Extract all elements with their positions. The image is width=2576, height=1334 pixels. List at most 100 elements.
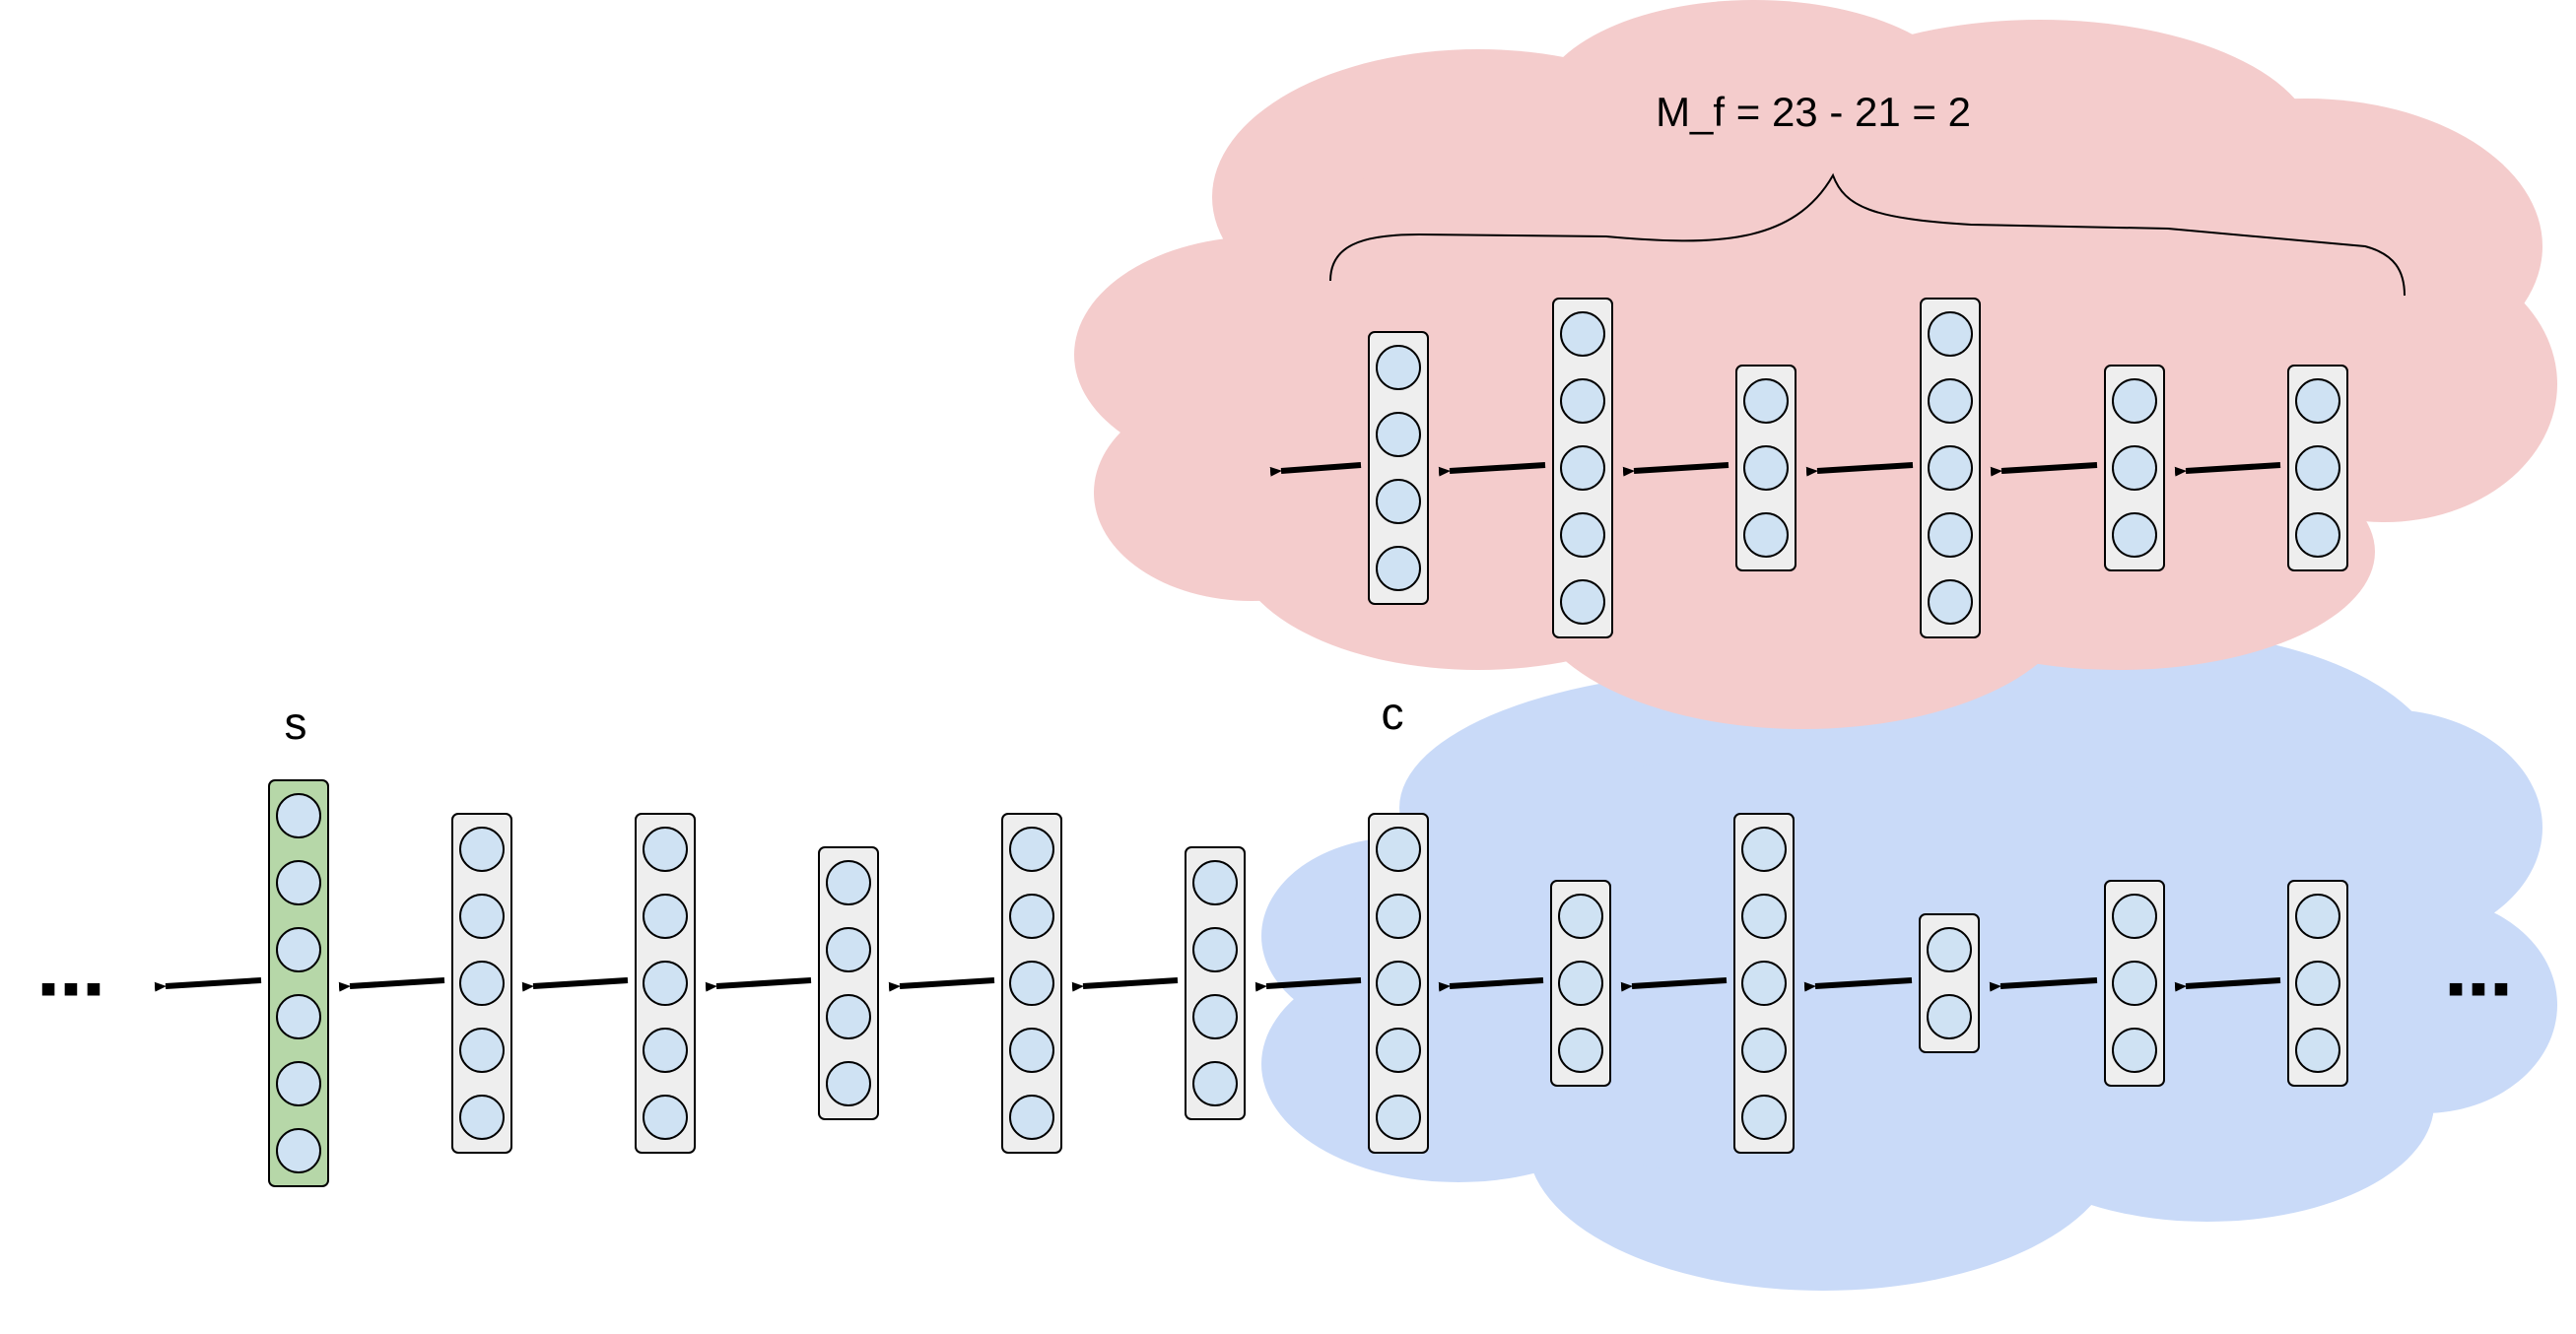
- neuron-node: [1928, 512, 1973, 558]
- neuron-node: [1743, 445, 1789, 491]
- neuron-node: [459, 1028, 505, 1073]
- neuron-node: [1192, 994, 1238, 1039]
- bottom-column-5: [1001, 813, 1062, 1154]
- bottom-arrow: [1438, 977, 1544, 992]
- neuron-node: [2295, 894, 2340, 939]
- bottom-column-1: [268, 779, 329, 1187]
- bottom-arrow: [1071, 977, 1179, 992]
- bottom-column-7: [1368, 813, 1429, 1154]
- neuron-node: [2295, 1028, 2340, 1073]
- neuron-node: [826, 860, 871, 905]
- neuron-node: [1928, 378, 1973, 424]
- bottom-column-6: [1185, 846, 1246, 1120]
- neuron-node: [1560, 378, 1605, 424]
- top-arrow: [1990, 462, 2098, 477]
- neuron-node: [1009, 827, 1054, 872]
- neuron-node: [1009, 1028, 1054, 1073]
- neuron-node: [1741, 961, 1787, 1006]
- neuron-node: [2112, 378, 2157, 424]
- neuron-node: [1192, 1061, 1238, 1106]
- bottom-arrow: [705, 977, 812, 992]
- neuron-node: [1009, 1095, 1054, 1140]
- neuron-node: [2295, 961, 2340, 1006]
- neuron-node: [1376, 961, 1421, 1006]
- bottom-column-4: [818, 846, 879, 1120]
- bottom-column-8: [1550, 880, 1611, 1087]
- top-column-3: [1735, 365, 1796, 571]
- neuron-node: [276, 994, 321, 1039]
- label-s: s: [285, 698, 307, 749]
- bottom-arrow: [1989, 977, 2098, 992]
- neuron-node: [276, 927, 321, 972]
- top-column-4: [1920, 298, 1981, 638]
- neuron-node: [1927, 927, 1972, 972]
- neuron-node: [643, 961, 688, 1006]
- neuron-node: [2112, 512, 2157, 558]
- bottom-arrow: [2174, 977, 2281, 992]
- neuron-node: [1741, 827, 1787, 872]
- neuron-node: [826, 1061, 871, 1106]
- top-arrow: [1438, 462, 1546, 477]
- formula-label: M_f = 23 - 21 = 2: [1656, 89, 1971, 135]
- neuron-node: [1741, 1028, 1787, 1073]
- neuron-node: [1928, 579, 1973, 625]
- top-arrow: [2174, 462, 2281, 477]
- neuron-node: [1560, 311, 1605, 357]
- neuron-node: [1743, 512, 1789, 558]
- bottom-row: [154, 779, 2348, 1187]
- neuron-node: [2112, 1028, 2157, 1073]
- neuron-node: [2112, 894, 2157, 939]
- neuron-node: [1376, 827, 1421, 872]
- top-column-2: [1552, 298, 1613, 638]
- ellipsis-right: ■ ■ ■: [2448, 973, 2509, 1003]
- top-arrow: [1805, 462, 1914, 477]
- bottom-column-4-box: [818, 846, 879, 1120]
- neuron-node: [1741, 1095, 1787, 1140]
- neuron-node: [1009, 894, 1054, 939]
- neuron-node: [1376, 546, 1421, 591]
- neuron-node: [1928, 445, 1973, 491]
- neuron-node: [643, 1095, 688, 1140]
- neuron-node: [1560, 512, 1605, 558]
- neuron-node: [1192, 927, 1238, 972]
- bottom-arrow: [154, 977, 262, 992]
- bottom-column-9: [1733, 813, 1795, 1154]
- bottom-arrow: [1620, 977, 1728, 992]
- neuron-node: [1376, 479, 1421, 524]
- neuron-node: [1558, 894, 1603, 939]
- neuron-node: [1376, 1095, 1421, 1140]
- bottom-arrow: [1803, 977, 1913, 992]
- bottom-column-2: [451, 813, 512, 1154]
- top-column-5: [2104, 365, 2165, 571]
- neuron-node: [276, 793, 321, 838]
- neuron-node: [1376, 412, 1421, 457]
- neuron-node: [459, 894, 505, 939]
- bottom-column-11: [2104, 880, 2165, 1087]
- neuron-node: [1927, 994, 1972, 1039]
- bottom-arrow: [888, 977, 995, 992]
- neuron-node: [1743, 378, 1789, 424]
- neuron-node: [643, 894, 688, 939]
- ellipsis-left: ■ ■ ■: [40, 973, 102, 1003]
- neuron-node: [1376, 1028, 1421, 1073]
- bottom-column-12: [2287, 880, 2348, 1087]
- bottom-arrow: [338, 977, 445, 992]
- neuron-node: [826, 994, 871, 1039]
- bottom-arrow: [1254, 977, 1362, 992]
- neuron-node: [643, 827, 688, 872]
- neuron-node: [1558, 1028, 1603, 1073]
- label-c: c: [1382, 688, 1404, 739]
- bottom-column-1-box: [268, 779, 329, 1187]
- neuron-node: [826, 927, 871, 972]
- neuron-node: [1376, 345, 1421, 390]
- neuron-node: [459, 827, 505, 872]
- top-row: [1269, 298, 2348, 638]
- neuron-node: [1009, 961, 1054, 1006]
- neuron-node: [459, 961, 505, 1006]
- neuron-node: [276, 860, 321, 905]
- neuron-node: [2112, 445, 2157, 491]
- neuron-node: [1376, 894, 1421, 939]
- neuron-node: [1558, 961, 1603, 1006]
- bottom-arrow: [521, 977, 629, 992]
